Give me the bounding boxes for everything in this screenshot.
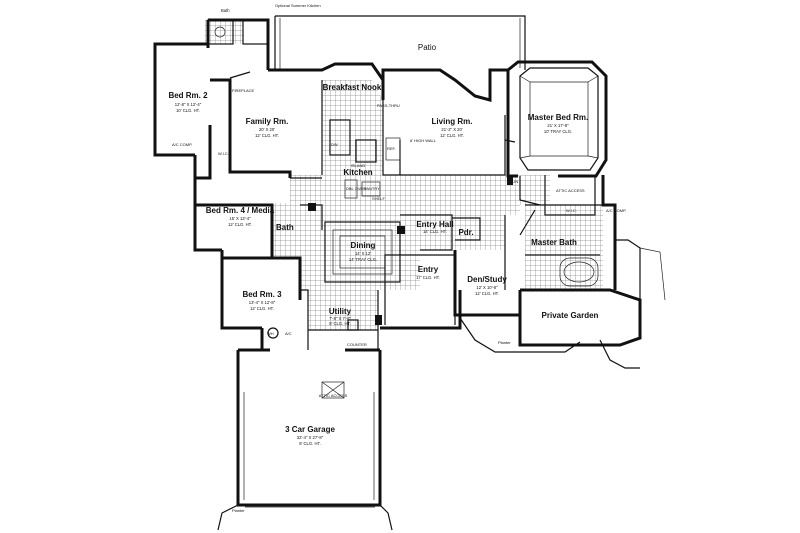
master-tray (519, 67, 599, 171)
markers (267, 175, 513, 339)
label-master-bed-ceiling: 10' TRAY CLG. (544, 129, 572, 134)
label-breakfast: Breakfast Nook (323, 83, 382, 92)
label-dining-dims: 14' X 12' (355, 251, 371, 256)
label-attic-master: ATTIC ACCESS (556, 188, 585, 193)
label-planter-bottom: Planter (232, 508, 245, 513)
label-ac: A/C (285, 331, 292, 336)
label-bed2-ceiling: 10' CLG. HT. (176, 108, 200, 113)
label-bed4: Bed Rm. 4 / Media (206, 206, 275, 215)
label-bed4-ceiling: 12' CLG. HT. (228, 222, 252, 227)
label-entry-hall: Entry Hall (416, 220, 453, 229)
label-pass-thru: PASS-THRU (377, 103, 400, 108)
label-bed3: Bed Rm. 3 (242, 290, 282, 299)
label-ref: REF. (387, 146, 396, 151)
label-bath-top: Bath (221, 8, 230, 13)
label-family: Family Rm. (246, 117, 289, 126)
label-counter: COUNTER (347, 342, 367, 347)
label-bath-mid: Bath (276, 223, 294, 232)
label-dw: DW (331, 142, 338, 147)
label-bed2-dims: 12'-8" X 12'-4" (175, 102, 202, 107)
label-bed3-ceiling: 12' CLG. HT. (250, 306, 274, 311)
patio (274, 15, 526, 70)
label-living-ceiling: 12' CLG. HT. (440, 133, 464, 138)
label-lin: LIN (512, 179, 518, 184)
label-garage: 3 Car Garage (285, 425, 335, 434)
label-den-ceiling: 12' CLG. HT. (475, 291, 499, 296)
label-bed2: Bed Rm. 2 (168, 91, 208, 100)
label-pantry: PANTRY (364, 186, 380, 191)
label-entry: Entry (418, 265, 439, 274)
label-fireplace: FIREPLACE (232, 88, 255, 93)
garden-details (459, 247, 666, 369)
label-entry-hall-ceiling: 14' CLG. HT. (423, 229, 447, 234)
label-dining: Dining (351, 241, 376, 250)
label-attic-garage: ATTIC ACCESS (319, 393, 348, 398)
label-oven: DBL OVEN (346, 186, 366, 191)
label-shelf: SHELF (372, 196, 385, 201)
label-garage-ceiling: 8' CLG. HT. (299, 441, 321, 446)
label-planter-mid: Planter (498, 340, 511, 345)
label-den: Den/Study (467, 275, 507, 284)
label-living-dims: 21'-2" X 20' (441, 127, 462, 132)
label-living: Living Rm. (432, 117, 473, 126)
label-bed3-dims: 13'-4" X 12'-8" (249, 300, 276, 305)
label-bed4-dims: 15' X 13'-4" (229, 216, 251, 221)
garage-details (217, 381, 393, 531)
label-wh: WH (267, 331, 274, 336)
label-garage-dims: 32'-4" X 27'-8" (297, 435, 324, 440)
label-wic-left: W.I.C. (218, 151, 229, 156)
label-utility-ceiling: 8' CLG. HT. (329, 321, 351, 326)
label-island: ISLAND (351, 163, 366, 168)
dining-tray (324, 221, 401, 283)
label-pdr: Pdr. (458, 228, 473, 237)
label-wic-master: W.I.C. (566, 208, 577, 213)
label-utility: Utility (329, 307, 352, 316)
label-high-wall: 8' HIGH WALL (410, 138, 437, 143)
exterior-walls (153, 18, 642, 507)
labels: Patio Bath Optional Summer Kitchen Bed R… (168, 3, 626, 513)
label-summer-kitchen: Optional Summer Kitchen (275, 3, 321, 8)
label-dining-ceiling: 14' TRAY CLG. (349, 257, 377, 262)
label-den-dims: 12' X 10'-8" (476, 285, 498, 290)
interior-walls (195, 71, 603, 350)
label-master-bed-dims: 21' X 17'-8" (547, 123, 569, 128)
label-master-bed: Master Bed Rm. (528, 113, 588, 122)
label-private-garden: Private Garden (542, 311, 599, 320)
label-family-ceiling: 12' CLG. HT. (255, 133, 279, 138)
label-ac-comp-right: A/C COMP. (606, 208, 626, 213)
label-utility-dims: 7'-8" X 7'-8" (329, 316, 351, 321)
label-patio: Patio (418, 43, 437, 52)
label-kitchen: Kitchen (343, 168, 372, 177)
label-family-dims: 20' X 20' (259, 127, 275, 132)
label-entry-ceiling: 17' CLG. HT. (416, 275, 440, 280)
top-bath-fixtures (207, 19, 269, 45)
kitchen-fixtures (329, 119, 401, 199)
label-master-bath: Master Bath (531, 238, 577, 247)
label-ac-comp-left: A/C COMP. (172, 142, 192, 147)
